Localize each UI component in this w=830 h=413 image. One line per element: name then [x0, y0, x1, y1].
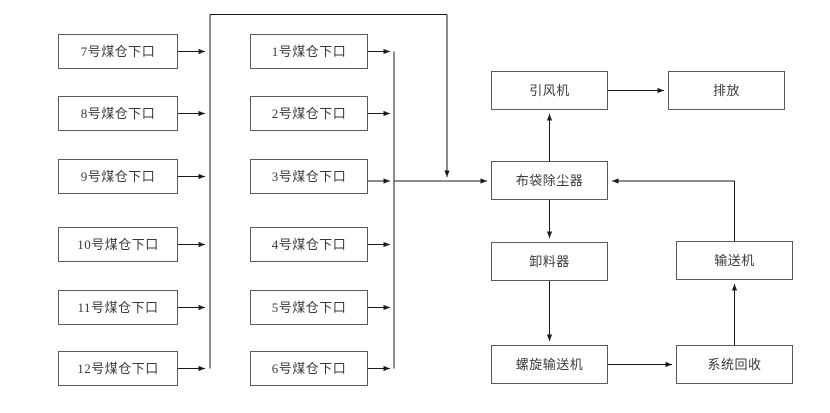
- node-screw-conveyor[interactable]: 螺旋输送机: [491, 345, 608, 384]
- node-induced-draft-fan[interactable]: 引风机: [491, 71, 608, 110]
- node-label: 11号煤仓下口: [77, 300, 159, 315]
- node-bunker-4[interactable]: 4号煤仓下口: [250, 227, 368, 262]
- node-bunker-2[interactable]: 2号煤仓下口: [250, 96, 368, 131]
- node-label: 2号煤仓下口: [271, 106, 347, 121]
- node-bunker-8[interactable]: 8号煤仓下口: [58, 96, 178, 131]
- node-label: 1号煤仓下口: [271, 44, 347, 59]
- node-label: 3号煤仓下口: [271, 169, 347, 184]
- node-label: 7号煤仓下口: [80, 44, 156, 59]
- node-label: 10号煤仓下口: [77, 237, 159, 252]
- node-emission[interactable]: 排放: [668, 71, 785, 110]
- node-label: 8号煤仓下口: [80, 106, 156, 121]
- node-label: 布袋除尘器: [515, 173, 584, 188]
- node-label: 系统回收: [707, 357, 762, 372]
- node-label: 输送机: [714, 253, 755, 268]
- node-conveyor[interactable]: 输送机: [676, 241, 793, 280]
- node-label: 引风机: [529, 83, 570, 98]
- node-label: 12号煤仓下口: [77, 361, 159, 376]
- node-bunker-12[interactable]: 12号煤仓下口: [58, 351, 178, 386]
- node-discharger[interactable]: 卸料器: [491, 242, 608, 281]
- node-bunker-6[interactable]: 6号煤仓下口: [250, 351, 368, 386]
- node-bunker-1[interactable]: 1号煤仓下口: [250, 34, 368, 69]
- edge-conveyor-to-bagfilter: [612, 178, 736, 241]
- node-bunker-11[interactable]: 11号煤仓下口: [58, 290, 178, 325]
- node-bunker-9[interactable]: 9号煤仓下口: [58, 159, 178, 194]
- node-bunker-7[interactable]: 7号煤仓下口: [58, 34, 178, 69]
- node-bunker-3[interactable]: 3号煤仓下口: [250, 159, 368, 194]
- node-system-recovery[interactable]: 系统回收: [676, 345, 793, 384]
- node-label: 4号煤仓下口: [271, 237, 347, 252]
- node-label: 6号煤仓下口: [271, 361, 347, 376]
- node-bunker-5[interactable]: 5号煤仓下口: [250, 290, 368, 325]
- node-label: 螺旋输送机: [515, 357, 584, 372]
- node-label: 9号煤仓下口: [80, 169, 156, 184]
- node-bunker-10[interactable]: 10号煤仓下口: [58, 227, 178, 262]
- node-bag-filter[interactable]: 布袋除尘器: [491, 161, 608, 200]
- node-label: 卸料器: [529, 254, 570, 269]
- node-label: 排放: [712, 83, 740, 98]
- node-label: 5号煤仓下口: [271, 300, 347, 315]
